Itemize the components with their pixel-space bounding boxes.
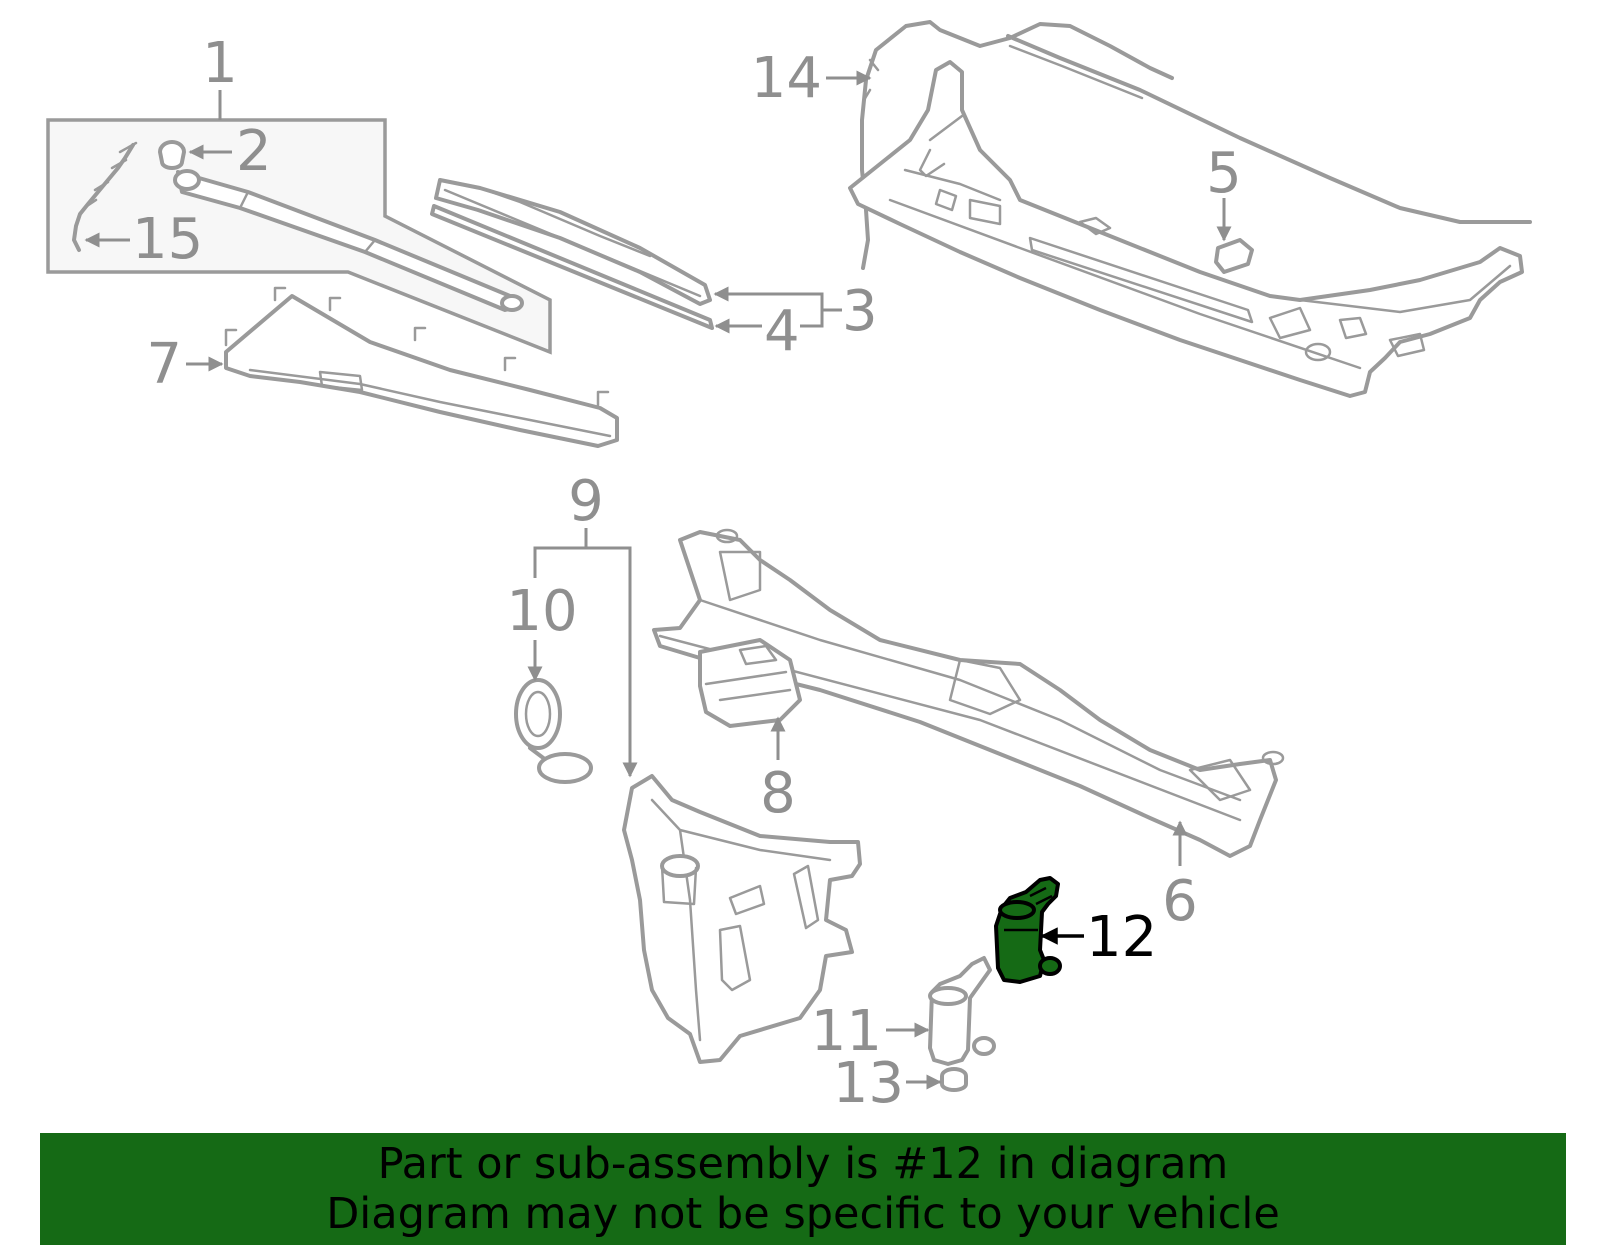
callout-4: 4	[764, 299, 800, 364]
callout-9: 9	[568, 469, 604, 534]
callout-10: 10	[506, 579, 577, 644]
callout-11: 11	[811, 999, 882, 1064]
cowl-seal-inner	[1008, 44, 1144, 100]
callout-15: 15	[132, 207, 203, 272]
part-6-wiper-linkage	[652, 528, 1285, 858]
callout-7: 7	[146, 332, 182, 397]
part-13-grommet	[940, 1067, 968, 1092]
footer-line-disclaimer: Diagram may not be specific to your vehi…	[326, 1189, 1280, 1239]
part-3-wiper-blade	[434, 178, 712, 306]
part-10-reservoir-cap	[514, 678, 593, 784]
part-4-blade-insert	[430, 204, 714, 330]
part-11-washer-pump	[928, 956, 996, 1066]
callout-1: 1	[202, 31, 238, 96]
cowl-structure	[848, 60, 1524, 398]
callout-8: 8	[760, 761, 796, 826]
part-9-washer-reservoir	[622, 774, 862, 1064]
callout-14: 14	[751, 46, 822, 111]
cowl-seal	[1006, 34, 1532, 224]
callout-12: 12	[1086, 905, 1157, 970]
callout-5: 5	[1206, 141, 1242, 206]
callout-13: 13	[833, 1051, 904, 1116]
part-12-washer-pump-highlighted	[994, 876, 1062, 984]
leader-9-bracket	[533, 546, 638, 778]
callout-3: 3	[842, 279, 878, 344]
part-2-nut	[158, 140, 186, 170]
footer-line-part-number: Part or sub-assembly is #12 in diagram	[377, 1139, 1229, 1189]
part-5-clip	[1214, 238, 1254, 274]
footer-banner: Part or sub-assembly is #12 in diagram D…	[40, 1133, 1566, 1245]
callout-2: 2	[236, 119, 272, 184]
part-1-wiper-arm	[173, 169, 524, 312]
part-15-washer-hose	[72, 141, 138, 252]
callout-6: 6	[1162, 869, 1198, 934]
part-7-cowl-panel	[224, 286, 619, 448]
